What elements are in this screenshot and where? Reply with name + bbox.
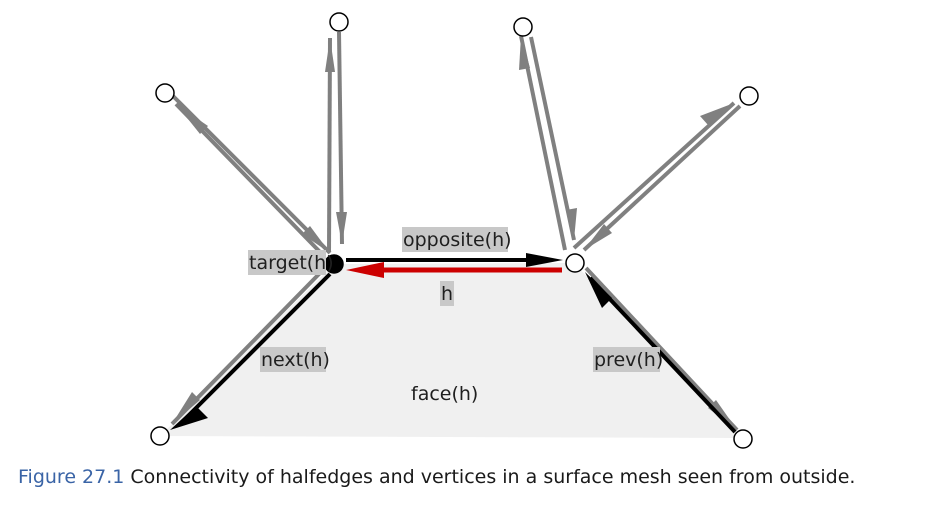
arrowhead xyxy=(325,38,335,72)
figure-number: Figure 27.1 xyxy=(18,466,125,488)
label-prev-text: prev(h) xyxy=(594,349,663,371)
arrowhead xyxy=(566,208,577,240)
face-region xyxy=(160,263,742,438)
label-h: h xyxy=(440,281,454,306)
vertex-source xyxy=(565,253,585,273)
vertex xyxy=(150,426,170,446)
halfedge-right-upperright-out xyxy=(572,101,736,250)
halfedge-right-upperright-in xyxy=(582,104,742,252)
arrowhead xyxy=(176,104,208,134)
right-vertex-halfedges xyxy=(519,35,742,432)
label-target: target(h) xyxy=(248,250,334,275)
arrowhead xyxy=(584,224,612,250)
halfedge-prev xyxy=(588,276,737,434)
vertex xyxy=(329,12,349,32)
arrowhead xyxy=(585,272,612,308)
arrowhead xyxy=(346,262,384,278)
vertex xyxy=(513,17,533,37)
label-h-text: h xyxy=(441,283,453,305)
arrowhead xyxy=(700,103,734,125)
arrowhead xyxy=(302,226,330,253)
halfedge-next xyxy=(178,272,332,426)
vertex xyxy=(739,86,759,106)
label-next-text: next(h) xyxy=(261,349,330,371)
label-next: next(h) xyxy=(260,347,330,372)
arrowhead xyxy=(172,392,200,424)
arrowhead xyxy=(526,253,563,267)
vertex xyxy=(155,83,175,103)
halfedge-right-top-in xyxy=(529,36,576,241)
figure-caption-text: Connectivity of halfedges and vertices i… xyxy=(130,466,856,488)
label-face-text: face(h) xyxy=(411,383,478,405)
arrowhead xyxy=(170,406,208,430)
halfedge-right-lower-in xyxy=(584,266,739,432)
arrowhead xyxy=(336,212,347,244)
halfedge-left-top-in xyxy=(337,31,344,245)
halfedge-right-top-out xyxy=(519,35,567,251)
label-prev: prev(h) xyxy=(593,347,663,372)
label-target-text: target(h) xyxy=(249,252,334,274)
label-opposite: opposite(h) xyxy=(402,227,512,252)
left-vertex-halfedges xyxy=(170,31,347,426)
figure-caption: Figure 27.1 Connectivity of halfedges an… xyxy=(18,466,855,488)
vertex xyxy=(733,429,753,449)
halfedge-left-upperleft-in xyxy=(170,93,332,255)
arrowhead xyxy=(708,400,737,430)
label-opposite-text: opposite(h) xyxy=(403,229,512,251)
arrowhead xyxy=(519,36,530,70)
vertices xyxy=(150,12,759,449)
halfedge-left-top-out xyxy=(327,37,332,253)
face-halfedges xyxy=(170,253,737,434)
